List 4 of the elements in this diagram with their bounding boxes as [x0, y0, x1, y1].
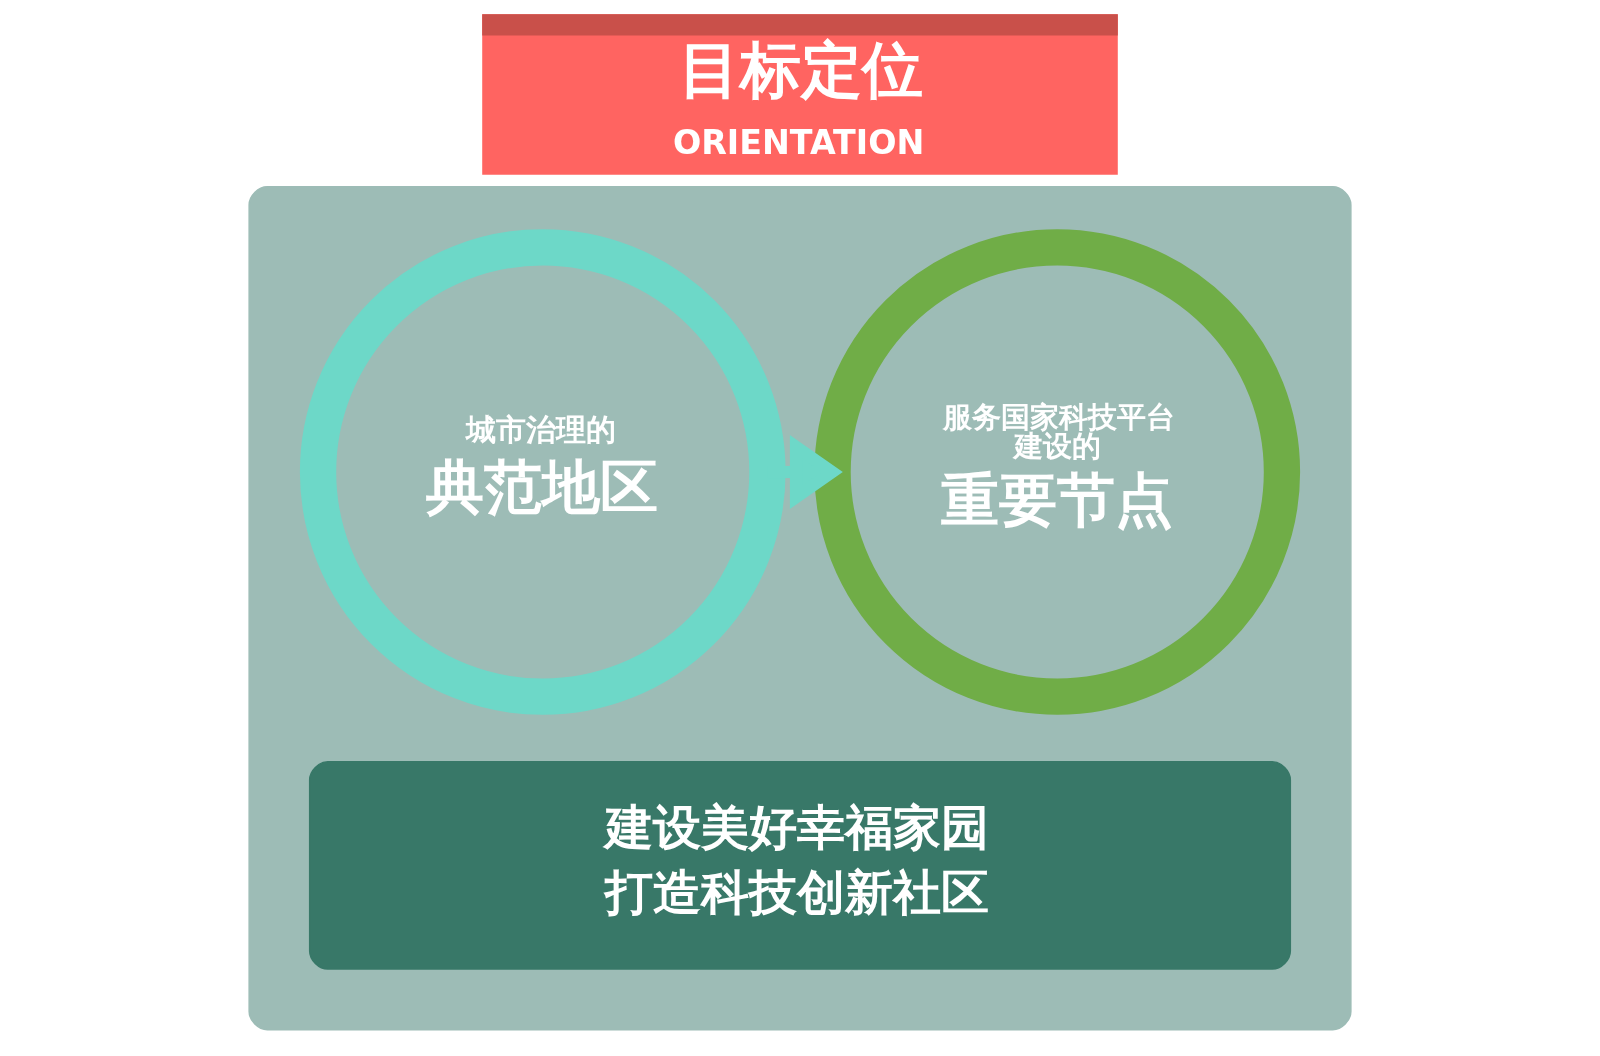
node-circle: 城市治理的 典范地区: [299, 229, 786, 715]
node-box: 建设美好幸福家园 打造科技创新社区: [308, 761, 1292, 970]
cluster: [248, 186, 1352, 1031]
node-circle: 服务国家科技平台建设的 重要节点: [814, 229, 1301, 715]
